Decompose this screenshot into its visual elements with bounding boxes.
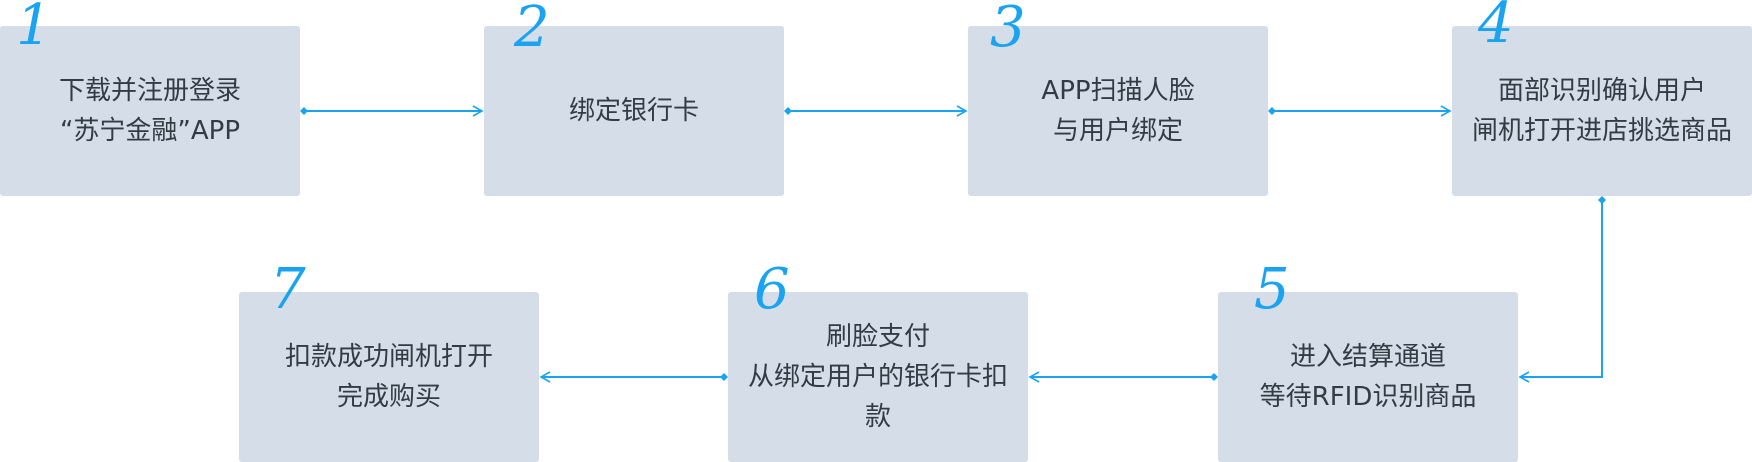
step-1-number: 1 [16,0,52,58]
step-3-number: 3 [990,0,1026,60]
step-4-number: 4 [1478,0,1514,56]
step-2-box: 绑定银行卡 [484,26,784,196]
step-7-box: 扣款成功闸机打开 完成购买 [239,292,539,462]
step-6-label: 刷脸支付 从绑定用户的银行卡扣 款 [747,322,1008,432]
step-3-box: APP扫描人脸 与用户绑定 [968,26,1268,196]
step-2-label: 绑定银行卡 [568,96,699,126]
step-6-box: 刷脸支付 从绑定用户的银行卡扣 款 [728,292,1028,462]
step-1-box: 下载并注册登录 “苏宁金融”APP [0,26,300,196]
step-5-number: 5 [1254,257,1290,322]
step-1-label: 下载并注册登录 “苏宁金融”APP [58,76,241,146]
step-6-number: 6 [754,257,790,322]
step-4-box: 面部识别确认用户 闸机打开进店挑选商品 [1452,26,1752,196]
step-5-label: 进入结算通道 等待RFID识别商品 [1259,342,1477,412]
step-7-label: 扣款成功闸机打开 完成购买 [284,342,493,412]
step-4-label: 面部识别确认用户 闸机打开进店挑选商品 [1471,76,1732,146]
step-7-number: 7 [270,257,306,322]
step-3-label: APP扫描人脸 与用户绑定 [1041,76,1195,146]
step-2-number: 2 [514,0,550,60]
arrow-step4-to-step5 [1518,196,1606,383]
step-5-box: 进入结算通道 等待RFID识别商品 [1218,292,1518,462]
